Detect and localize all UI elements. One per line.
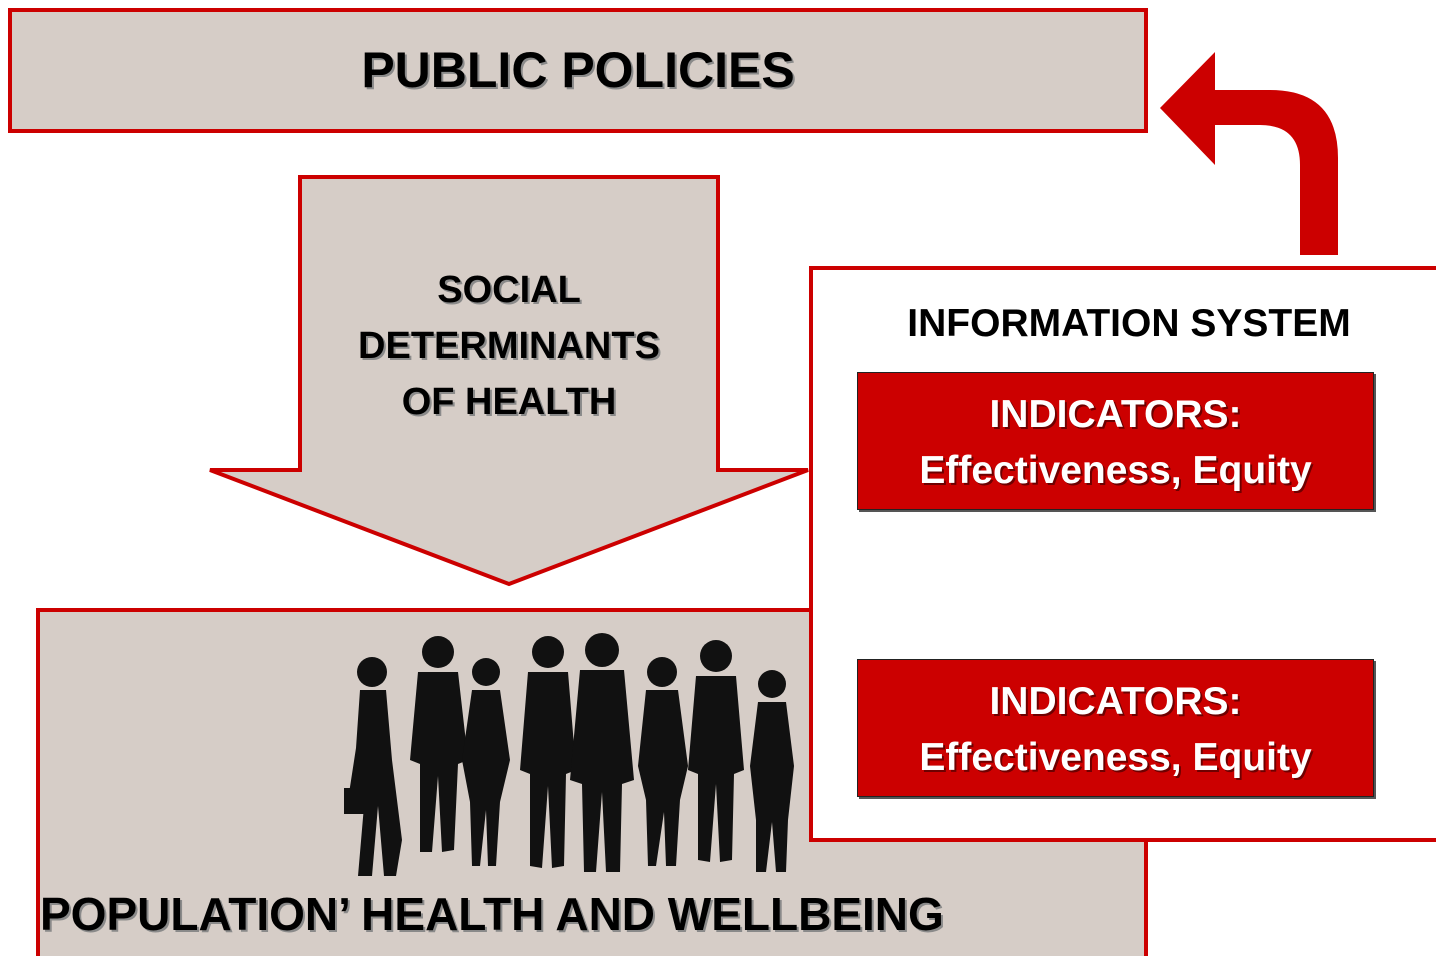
indicators-box: INDICATORS: Effectiveness, Equity [857, 659, 1374, 797]
social-determinants-line-1: SOCIAL [437, 269, 581, 311]
indicators-heading: INDICATORS: [989, 680, 1242, 723]
indicators-box: INDICATORS: Effectiveness, Equity [857, 372, 1374, 510]
indicators-heading: INDICATORS: [989, 393, 1242, 436]
social-determinants-line-3: OF HEALTH [401, 381, 617, 423]
social-determinants-line-2: DETERMINANTS [358, 325, 660, 367]
people-silhouettes-image [344, 633, 794, 876]
public-policies-title: PUBLIC POLICIES [361, 42, 795, 98]
social-determinants-arrow [209, 175, 809, 587]
public-policies-box [8, 8, 1148, 133]
curved-arrow-up-left-icon [1160, 52, 1338, 255]
indicators-detail: Effectiveness, Equity [919, 736, 1312, 779]
information-system-title: INFORMATION SYSTEM [907, 302, 1351, 345]
population-title: POPULATION’ HEALTH AND WELLBEING [40, 888, 944, 940]
indicators-detail: Effectiveness, Equity [919, 449, 1312, 492]
social-determinants-label: SOCIAL DETERMINANTS OF HEALTH [300, 262, 718, 430]
